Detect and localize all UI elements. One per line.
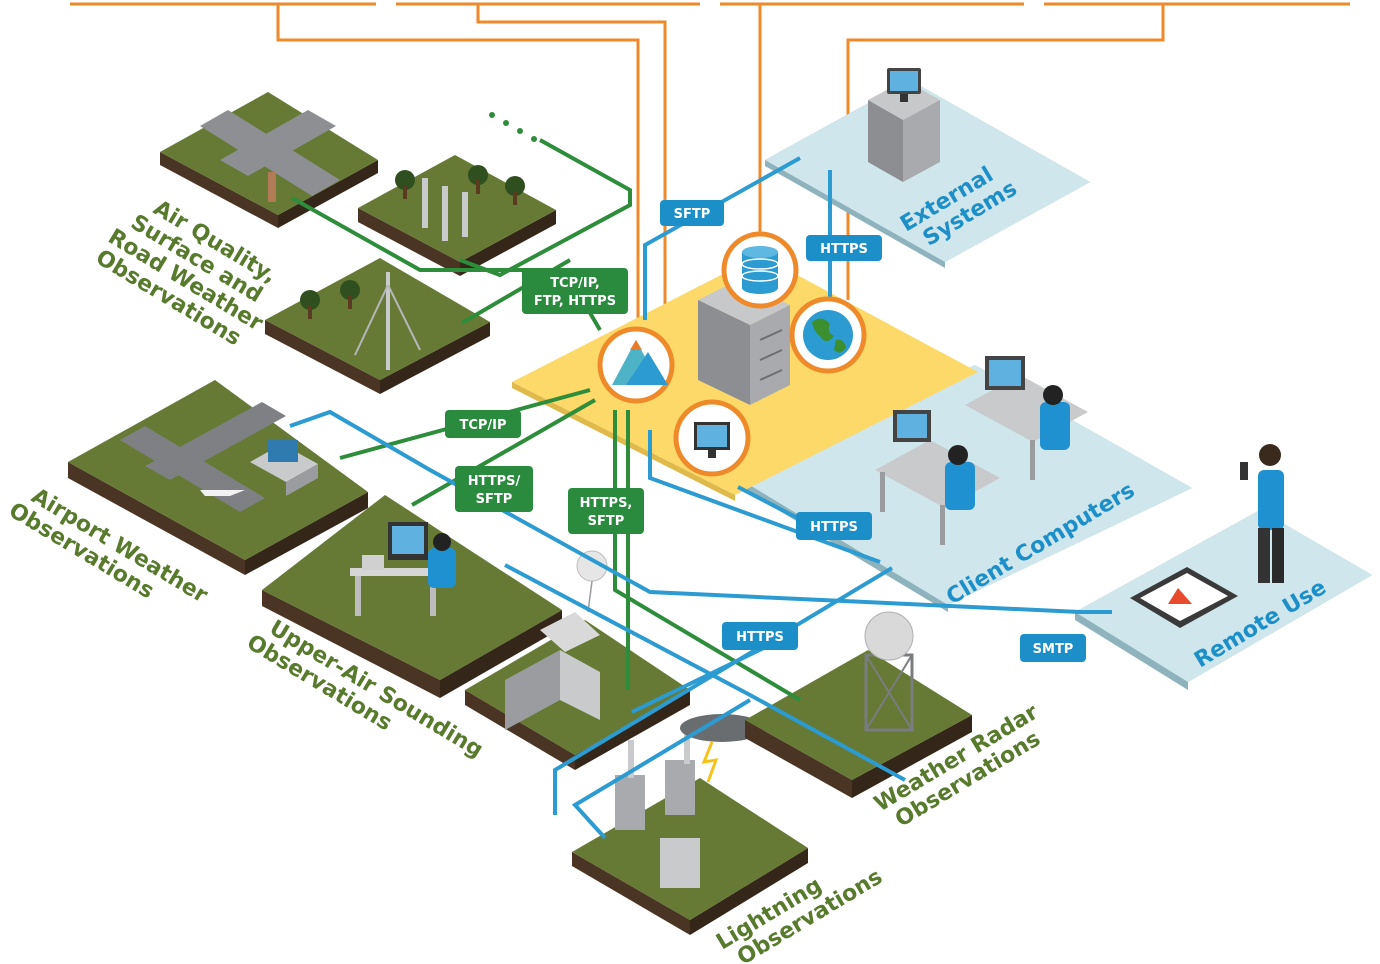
tag-smtp: SMTP: [1020, 634, 1086, 662]
svg-text:TCP/IP: TCP/IP: [459, 418, 506, 433]
model-node: [597, 326, 675, 404]
svg-text:SFTP: SFTP: [476, 492, 513, 507]
database-node: [721, 231, 799, 309]
tag-https-external: HTTPS: [806, 235, 882, 261]
airport-tile: [68, 380, 368, 575]
warning-icon: [1168, 588, 1192, 604]
svg-text:HTTPS: HTTPS: [810, 520, 858, 535]
tag-https-sftp-slash: HTTPS/ SFTP: [455, 466, 533, 512]
remote-use-zone: [1075, 444, 1372, 690]
monitor-icon: [694, 422, 730, 458]
tag-https-client: HTTPS: [796, 512, 872, 540]
air-quality-tiles: [160, 92, 556, 394]
upper-air-tile: [262, 495, 562, 698]
svg-text:FTP, HTTPS: FTP, HTTPS: [534, 294, 616, 309]
globe-icon: [803, 310, 853, 360]
svg-text:SFTP: SFTP: [588, 514, 625, 529]
mountains-icon: [612, 340, 668, 385]
svg-text:SFTP: SFTP: [674, 207, 711, 222]
client-desks: [875, 356, 1088, 545]
svg-text:HTTPS: HTTPS: [820, 242, 868, 257]
svg-text:HTTPS: HTTPS: [736, 630, 784, 645]
lightning-tile: [572, 714, 808, 935]
external-systems-zone: [765, 68, 1090, 268]
svg-text:SMTP: SMTP: [1033, 642, 1074, 657]
tag-https-field: HTTPS: [722, 622, 798, 650]
internet-node: [789, 296, 867, 374]
tag-https-sftp-comma: HTTPS, SFTP: [568, 488, 644, 534]
svg-text:TCP/IP,: TCP/IP,: [550, 276, 600, 291]
database-icon: [741, 246, 779, 294]
tag-tcp-ftp-https: TCP/IP, FTP, HTTPS: [522, 268, 628, 314]
svg-text:HTTPS/: HTTPS/: [468, 474, 521, 489]
tag-sftp: SFTP: [660, 200, 724, 226]
workstation-node: [673, 399, 751, 477]
tag-tcpip: TCP/IP: [445, 410, 521, 438]
svg-text:HTTPS,: HTTPS,: [580, 496, 633, 511]
weather-radar-tile: [745, 611, 972, 798]
